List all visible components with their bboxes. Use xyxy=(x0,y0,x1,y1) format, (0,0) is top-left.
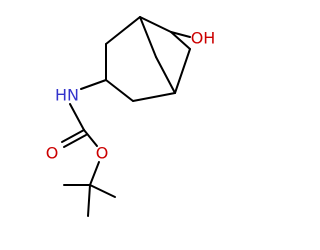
bond xyxy=(87,184,91,217)
bond xyxy=(83,129,98,147)
ester-oxygen-label: O xyxy=(96,144,109,163)
bond xyxy=(89,161,100,186)
hydroxyl-label: OH xyxy=(191,29,216,48)
molecule-structure: OH HN O O xyxy=(46,16,216,217)
bond xyxy=(69,103,85,131)
bond xyxy=(89,184,116,198)
bond xyxy=(174,48,191,94)
bond xyxy=(80,79,107,90)
bond xyxy=(170,31,191,50)
carbonyl-oxygen-label: O xyxy=(46,144,59,163)
bond xyxy=(61,129,85,143)
bond-lines xyxy=(61,16,191,217)
bond xyxy=(139,16,172,33)
bond xyxy=(105,79,134,102)
bond xyxy=(132,92,176,102)
bond xyxy=(139,16,157,58)
bond xyxy=(170,31,191,38)
bond xyxy=(155,56,176,94)
bond xyxy=(63,134,87,148)
amine-label: HN xyxy=(55,86,79,105)
bond xyxy=(105,16,141,45)
